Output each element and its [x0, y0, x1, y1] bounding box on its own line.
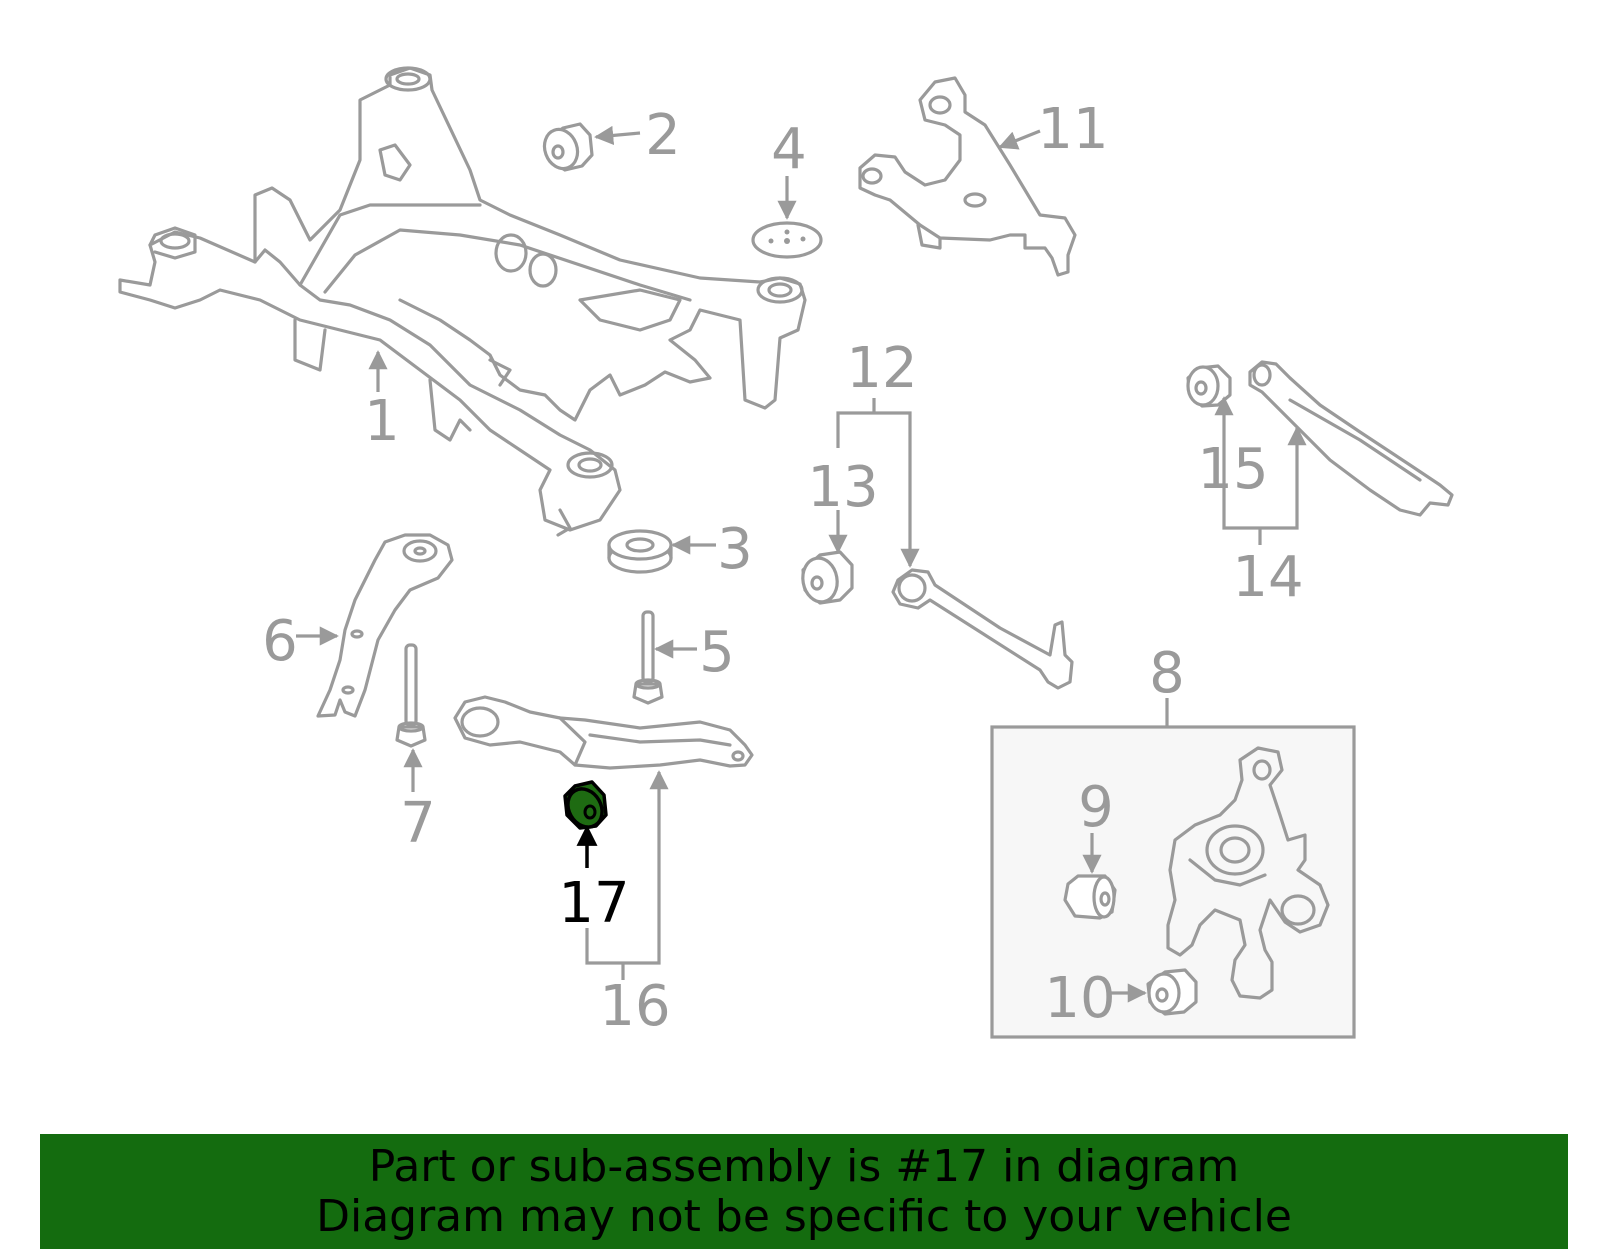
callout-6: 6 — [262, 609, 298, 674]
callout-17-highlighted: 17 — [558, 871, 629, 936]
bolt-part-5 — [632, 610, 664, 705]
callout-14: 14 — [1232, 545, 1303, 610]
info-banner: Part or sub-assembly is #17 in diagram D… — [40, 1134, 1568, 1249]
callout-16: 16 — [599, 974, 670, 1039]
bolt-part-7 — [395, 643, 427, 748]
washer-part-3 — [607, 529, 673, 574]
bushing-part-15 — [1186, 364, 1232, 408]
bushing-part-2 — [542, 122, 594, 172]
bushing-part-17-highlighted — [563, 780, 608, 830]
callout-11: 11 — [1037, 97, 1108, 162]
callout-8: 8 — [1149, 641, 1185, 706]
subframe-part-1 — [118, 66, 807, 537]
callout-10: 10 — [1044, 966, 1115, 1031]
banner-line-2: Diagram may not be specific to your vehi… — [316, 1190, 1292, 1242]
callout-12: 12 — [846, 336, 917, 401]
banner-line-1: Part or sub-assembly is #17 in diagram — [368, 1140, 1240, 1192]
lower-arm-part-16 — [453, 695, 754, 770]
callout-3: 3 — [717, 517, 753, 582]
callout-leaders — [296, 125, 1307, 1003]
bracket-part-6 — [316, 533, 454, 718]
lateral-link-part-14 — [1248, 360, 1454, 517]
callout-2: 2 — [645, 103, 681, 168]
callout-5: 5 — [699, 620, 735, 685]
knuckle-inset-part-8 — [990, 725, 1356, 1039]
plate-part-4 — [751, 221, 823, 259]
callout-13: 13 — [807, 455, 878, 520]
callout-4: 4 — [771, 117, 807, 182]
toe-link-part-12 — [891, 568, 1074, 690]
callout-1: 1 — [364, 389, 400, 454]
upper-arm-part-11 — [858, 76, 1077, 277]
callout-15: 15 — [1197, 437, 1268, 502]
callout-9: 9 — [1078, 775, 1114, 840]
callout-7: 7 — [400, 791, 436, 856]
bushing-part-13 — [801, 550, 854, 605]
